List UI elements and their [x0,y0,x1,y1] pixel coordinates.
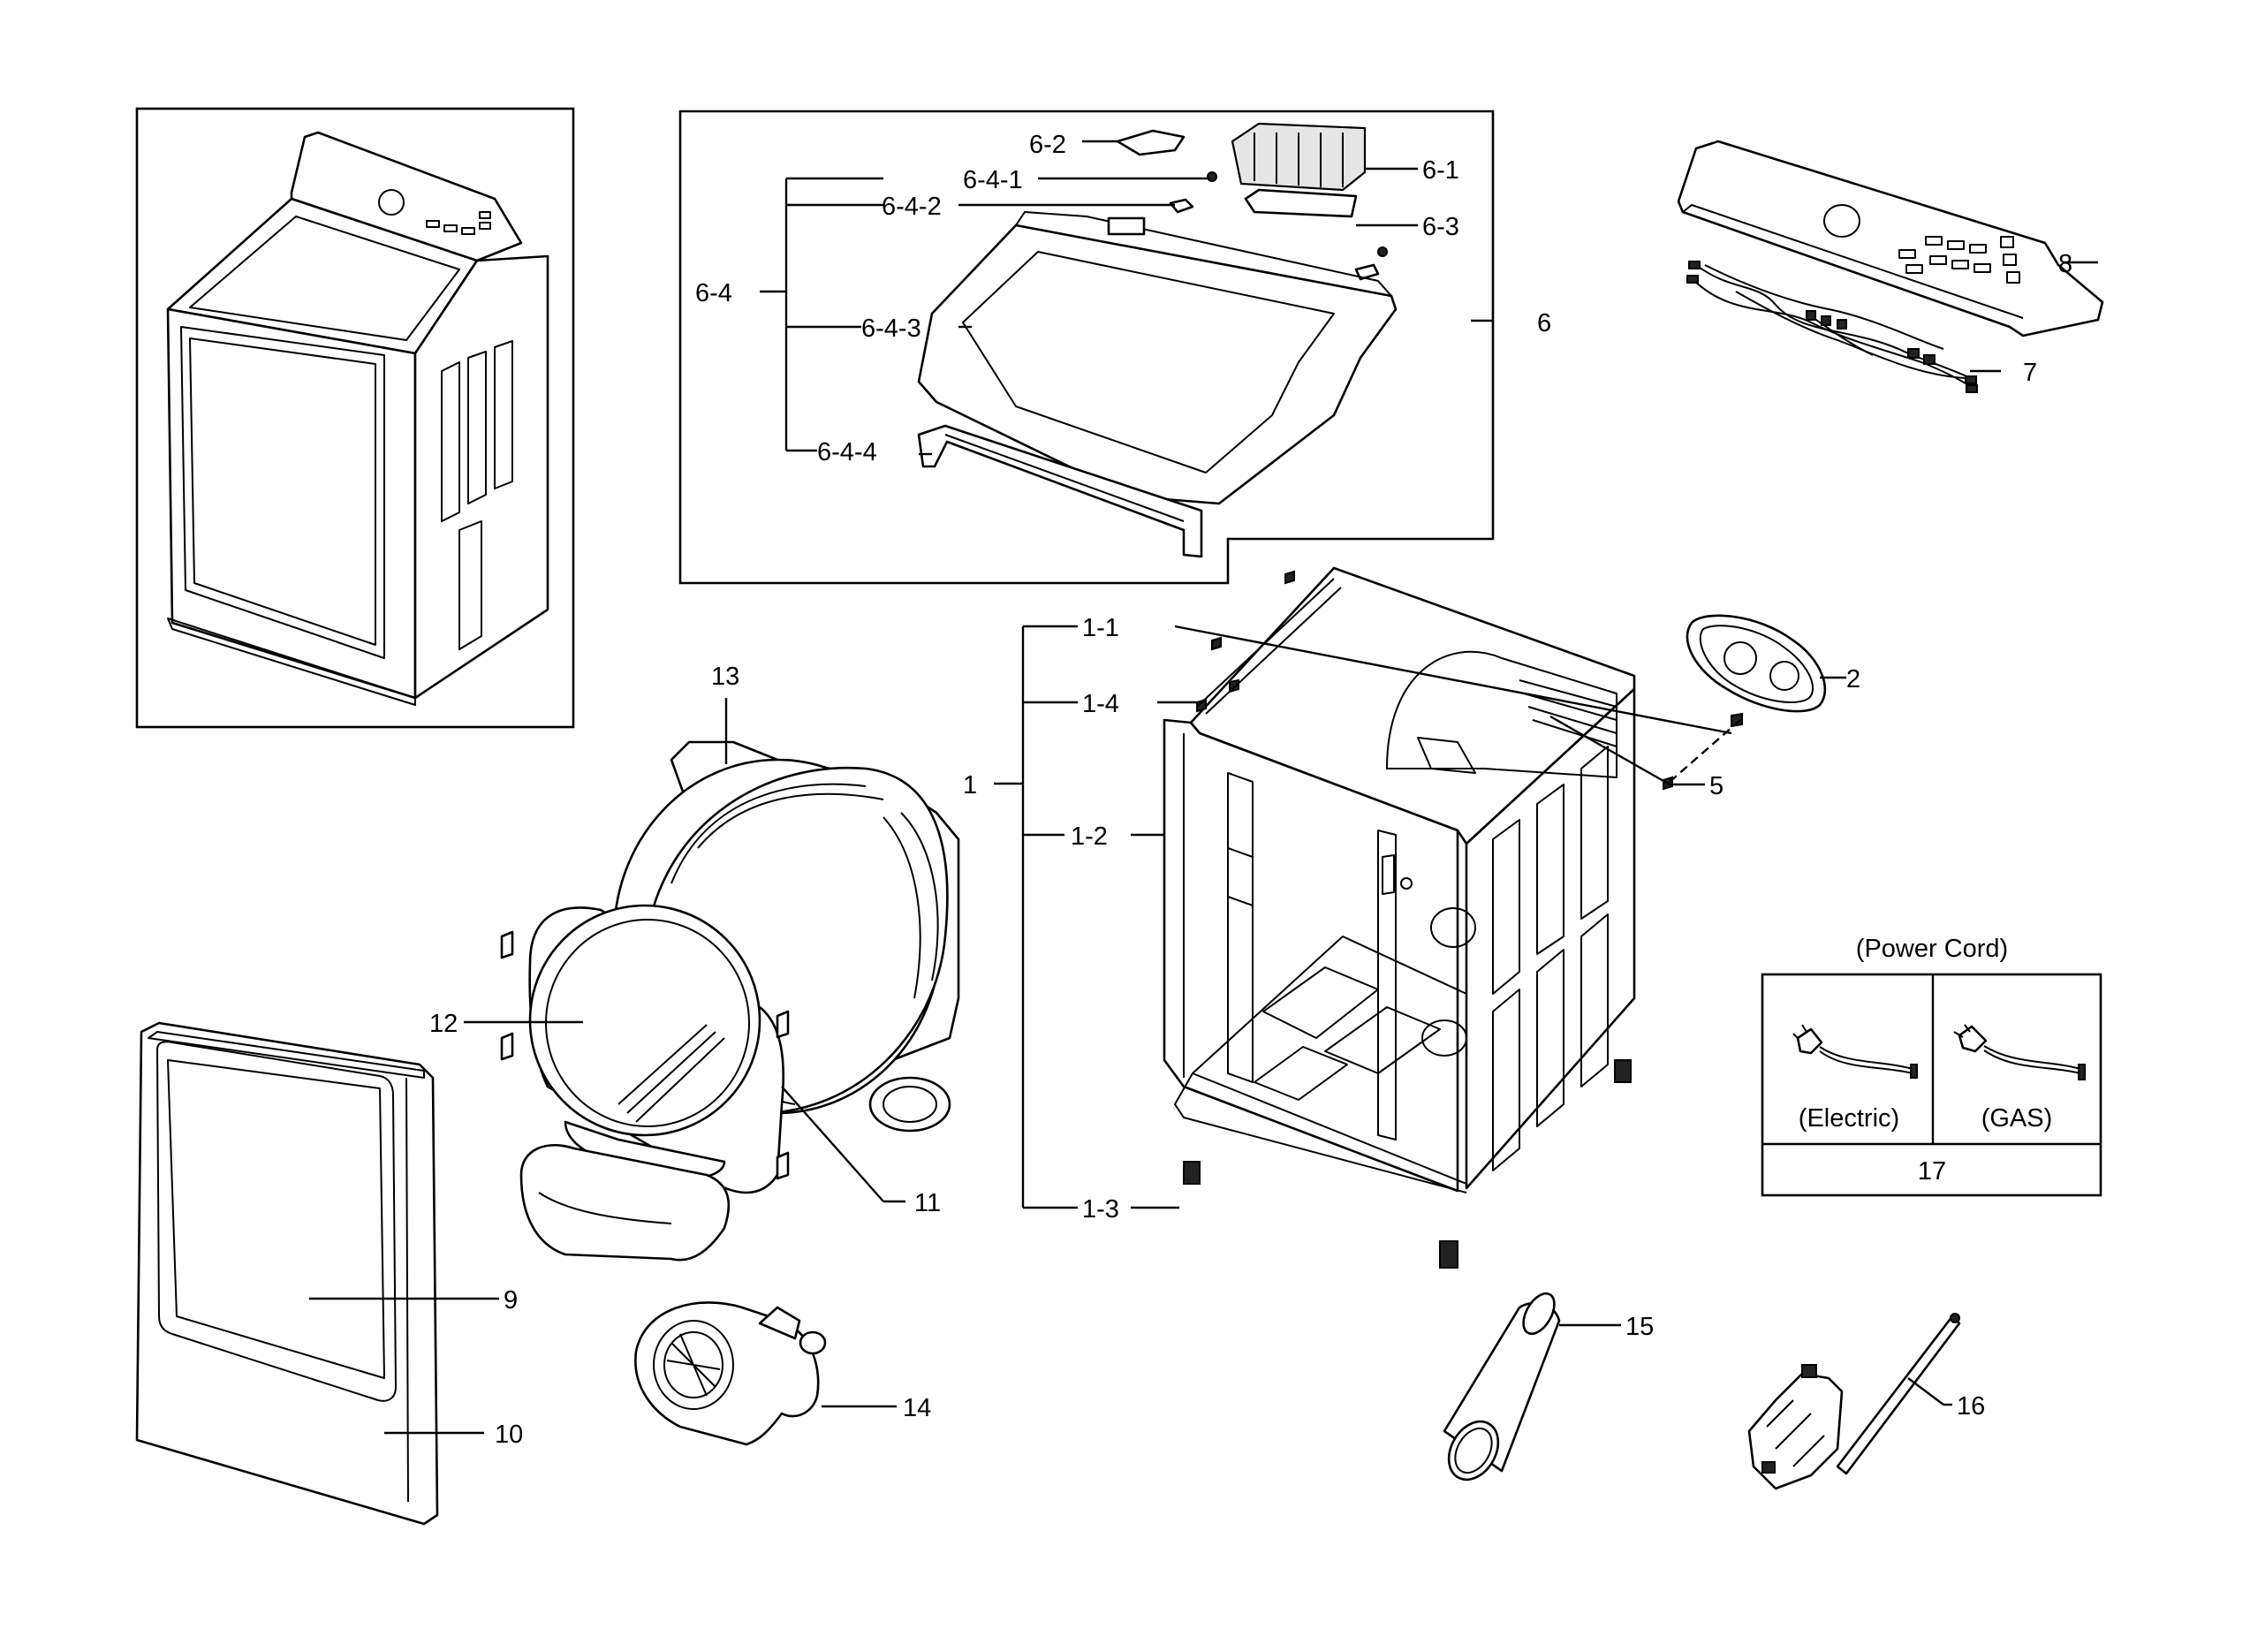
label-6-1: 6-1 [1422,156,1459,185]
top-cover-assembly-group [678,110,1495,585]
label-6-4-2: 6-4-2 [882,193,942,221]
front-frame-part-12 [500,904,790,1262]
label-1: 1 [963,771,977,799]
power-cord-box [1761,973,2102,1197]
label-6: 6 [1537,309,1551,337]
label-1-4: 1-4 [1082,690,1119,718]
duct-part-15 [1443,1292,1561,1481]
cabinet-frame-part-1 [1163,566,1636,1269]
power-cord-labels: (Power Cord) (Electric) (GAS) 17 [1799,935,2052,1186]
label-14: 14 [903,1394,931,1422]
control-panel-part-8 [1677,140,2104,337]
callout-labels: 6-2 6-1 6-4-1 6-4-2 6-3 6-4 6-4-3 6 6-4-… [429,131,2072,1449]
blower-housing-part-14 [634,1301,827,1446]
label-1-1: 1-1 [1082,614,1119,642]
label-6-4-4: 6-4-4 [817,438,877,466]
label-8: 8 [2058,250,2072,278]
label-15: 15 [1625,1313,1654,1341]
gas-valve-part-16 [1747,1313,1961,1490]
assembled-dryer-view [135,107,575,729]
clip-part-5 [1663,712,1743,791]
label-5: 5 [1709,772,1723,800]
door-part-9-10 [135,1021,439,1526]
label-6-4-1: 6-4-1 [963,166,1023,194]
label-12: 12 [429,1010,458,1038]
label-1-2: 1-2 [1071,822,1108,851]
label-2: 2 [1846,665,1860,693]
label-6-4: 6-4 [695,279,732,307]
gas-plug-icon [1953,1024,2086,1080]
label-1-3: 1-3 [1082,1195,1119,1224]
label-13: 13 [711,663,739,691]
exhaust-bezel-part-2 [1686,614,1827,713]
leader-lines [309,140,2098,1435]
wire-harness-part-7 [1686,261,1978,393]
power-cord-title: (Power Cord) [1856,935,2008,963]
electric-plug-icon [1792,1024,1918,1079]
power-cord-part-number: 17 [1918,1157,1946,1186]
label-11: 11 [914,1189,941,1217]
label-9: 9 [504,1286,518,1315]
label-6-2: 6-2 [1029,131,1066,159]
label-16: 16 [1957,1392,1985,1421]
power-cord-gas-label: (GAS) [1981,1104,2053,1133]
label-10: 10 [495,1421,523,1449]
label-6-3: 6-3 [1422,213,1459,241]
power-cord-electric-label: (Electric) [1799,1104,1899,1133]
label-6-4-3: 6-4-3 [861,314,921,343]
label-7: 7 [2023,359,2037,387]
